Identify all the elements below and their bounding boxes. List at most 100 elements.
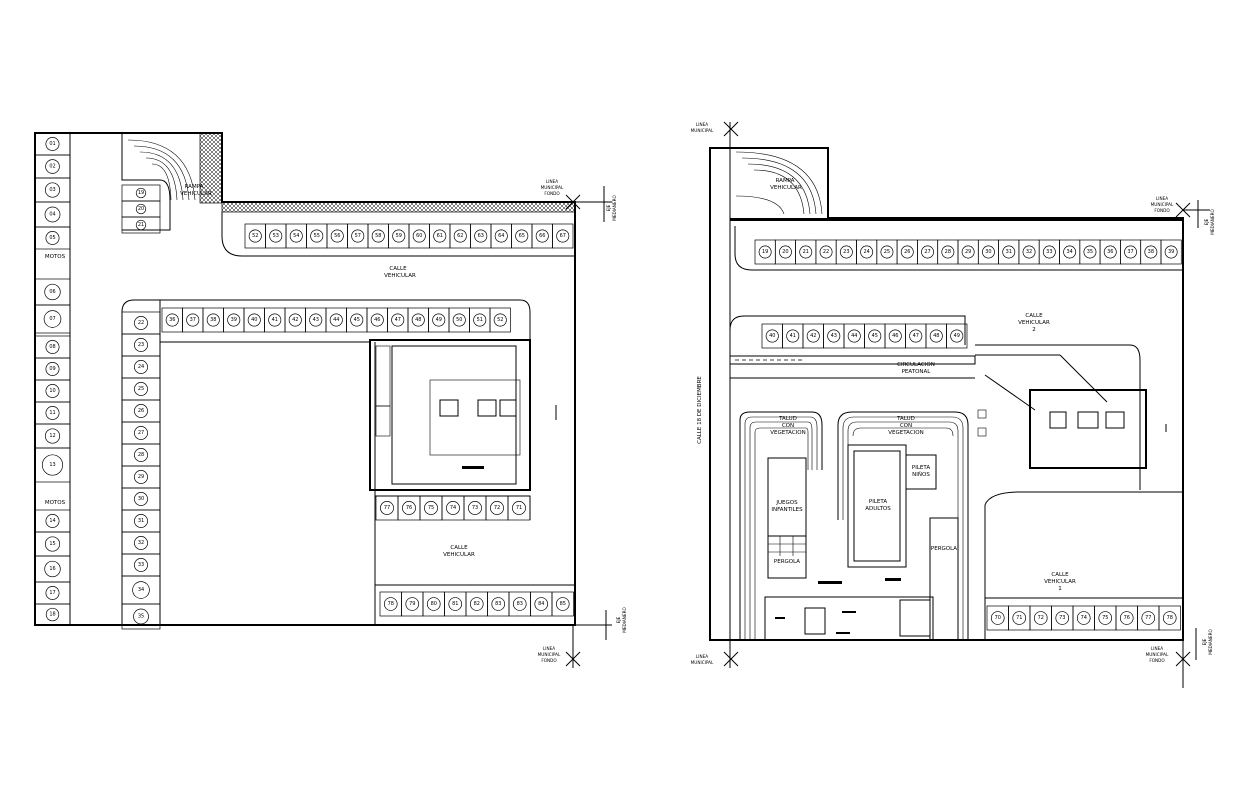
svg-text:74: 74 (1081, 615, 1087, 621)
svg-text:40: 40 (251, 317, 257, 323)
left-top-slot-9: 61 (429, 223, 451, 249)
left-col-slot-10: 11 (34, 401, 71, 425)
svg-text:42: 42 (292, 317, 298, 323)
left-top-slot-0: 52 (244, 223, 266, 249)
right-top-slot-10: 29 (957, 239, 979, 265)
svg-text:10: 10 (49, 388, 55, 394)
right-small-box-1 (977, 409, 987, 419)
svg-text:EJE: EJE (1202, 638, 1207, 645)
svg-text:33: 33 (138, 562, 144, 568)
left-col-slot-3: 04 (34, 201, 71, 228)
left-mid-slot-5: 41 (264, 307, 286, 333)
left-linea-top-marker: LINEA MUNICIPAL FONDO (541, 179, 612, 210)
right-eje-bottom: EJE MEDIANERO (1195, 628, 1213, 660)
svg-text:34: 34 (138, 587, 144, 593)
left-linea-bottom-marker: LINEA MUNICIPAL FONDO (538, 624, 612, 668)
svg-text:MEDIANERO: MEDIANERO (622, 607, 627, 633)
svg-text:EJE: EJE (616, 616, 621, 623)
right-linea-top-left: LINEA MUNICIPAL (691, 121, 739, 148)
right-top-slot-15: 34 (1059, 239, 1081, 265)
svg-text:LINEA: LINEA (543, 646, 555, 651)
left-inner-slot-2: 24 (121, 355, 161, 379)
left-top-slot-1: 53 (265, 223, 287, 249)
svg-text:FONDO: FONDO (541, 658, 557, 663)
left-elevator-2 (477, 399, 497, 417)
right-top-slot-17: 36 (1099, 239, 1121, 265)
svg-text:18: 18 (49, 612, 55, 618)
left-inner-slot-5: 27 (121, 421, 161, 445)
svg-text:29: 29 (965, 249, 971, 255)
left-street-top-1: CALLE (389, 266, 407, 272)
svg-text:55: 55 (314, 233, 320, 239)
right-second-slot-0: 40 (761, 323, 783, 349)
right-pileta-adultos-outer (847, 444, 907, 568)
right-top-row-outline (734, 226, 1183, 271)
svg-text:75: 75 (428, 505, 434, 511)
right-fence-strip (729, 355, 976, 365)
right-circulacion-1: CIRCULACION (897, 362, 935, 368)
svg-text:MEDIANERO: MEDIANERO (1210, 209, 1215, 235)
left-bldg-slot-6: 71 (507, 495, 531, 521)
svg-text:72: 72 (1038, 615, 1044, 621)
left-ramp-outline (121, 133, 171, 231)
right-building-diag-2 (984, 374, 1036, 411)
svg-text:22: 22 (823, 249, 829, 255)
left-mid-slot-11: 47 (387, 307, 409, 333)
right-talud-mid-4 (852, 427, 954, 437)
left-bot-slot-3: 81 (444, 591, 467, 617)
svg-text:50: 50 (456, 317, 462, 323)
right-building-diag-1 (1059, 354, 1108, 403)
svg-text:25: 25 (138, 386, 144, 392)
right-amenity-room (804, 607, 826, 635)
right-street1-1: CALLE (1051, 572, 1069, 578)
svg-text:32: 32 (138, 540, 144, 546)
svg-text:59: 59 (396, 233, 402, 239)
left-ramp-label-1: RAMPA (185, 184, 204, 190)
svg-text:31: 31 (138, 518, 144, 524)
right-talud-mid-label-3: VEGETACION (888, 430, 923, 436)
right-talud-left-label-1: TALUD (778, 416, 797, 422)
svg-text:16: 16 (49, 566, 55, 572)
left-core-bar (462, 466, 484, 469)
left-mid-slot-8: 44 (325, 307, 347, 333)
right-pileta-adultos-inner (853, 450, 901, 562)
left-bot-slot-7: 84 (530, 591, 553, 617)
right-second-slot-2: 42 (802, 323, 824, 349)
right-bar-3 (842, 611, 856, 613)
svg-text:11: 11 (49, 410, 55, 416)
right-second-row-outline (729, 315, 966, 345)
svg-text:EJE: EJE (606, 204, 611, 211)
left-col-slot-11: 12 (34, 423, 71, 449)
svg-text:33: 33 (1046, 249, 1052, 255)
svg-text:46: 46 (892, 333, 898, 339)
left-inner-slot-12: 34 (121, 575, 161, 605)
svg-text:34: 34 (1066, 249, 1072, 255)
right-pileta-adultos-1: PILETA (869, 499, 887, 505)
left-col-slot-15: 16 (34, 555, 71, 583)
right-second-slot-7: 47 (905, 323, 927, 349)
svg-text:05: 05 (49, 235, 55, 241)
right-linea-bottom-right: LINEA MUNICIPAL FONDO (1146, 640, 1191, 688)
right-bot-slot-6: 76 (1115, 605, 1138, 631)
left-mid-slot-16: 52 (489, 307, 511, 333)
svg-text:76: 76 (1124, 615, 1130, 621)
left-elevator-1 (439, 399, 459, 417)
right-second-slot-1: 41 (782, 323, 804, 349)
right-pileta-ninos (905, 454, 937, 490)
left-mid-slot-15: 51 (469, 307, 491, 333)
left-street-bottom-2: VEHICULAR (443, 552, 475, 558)
svg-text:38: 38 (210, 317, 216, 323)
svg-text:73: 73 (472, 505, 478, 511)
left-mid-slot-12: 48 (407, 307, 429, 333)
right-bot-slot-7: 77 (1137, 605, 1160, 631)
svg-text:23: 23 (138, 342, 144, 348)
left-top-row-outline (221, 212, 575, 257)
right-linea-top-right: LINEA MUNICIPAL FONDO (1151, 196, 1210, 218)
svg-text:75: 75 (1102, 615, 1108, 621)
svg-text:MEDIANERO: MEDIANERO (612, 195, 617, 221)
svg-text:03: 03 (49, 187, 55, 193)
right-elevator-1 (1049, 411, 1067, 429)
